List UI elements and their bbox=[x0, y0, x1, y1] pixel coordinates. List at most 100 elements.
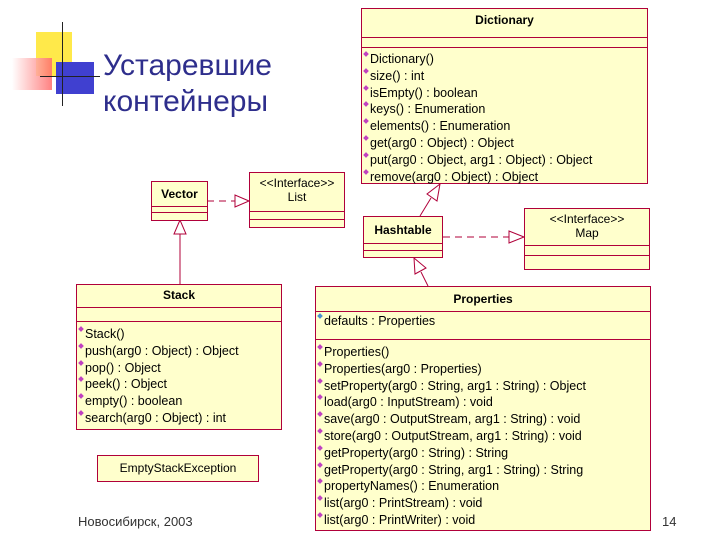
operation: getProperty(arg0 : String) : String bbox=[316, 444, 650, 462]
operation: setProperty(arg0 : String, arg1 : String… bbox=[316, 377, 650, 395]
operation-text: getProperty(arg0 : String, arg1 : String… bbox=[324, 462, 584, 477]
attribute-icon bbox=[317, 313, 323, 319]
operation-icon bbox=[78, 393, 84, 400]
operation-text: size() : int bbox=[370, 68, 425, 83]
operation: size() : int bbox=[362, 67, 647, 85]
operation: Stack() bbox=[77, 326, 281, 343]
operation-text: list(arg0 : PrintWriter) : void bbox=[324, 512, 476, 527]
operation-icon bbox=[317, 377, 323, 384]
operations-section: Properties() Properties(arg0 : Properties… bbox=[316, 339, 650, 529]
class-name: EmptyStackException bbox=[119, 461, 237, 475]
operation: getProperty(arg0 : String, arg1 : String… bbox=[316, 461, 650, 479]
operation-text: keys() : Enumeration bbox=[370, 102, 486, 117]
operation-text: Properties() bbox=[324, 345, 390, 359]
stereotype: <<Interface>> bbox=[549, 212, 625, 226]
interface-list[interactable]: <<Interface>> List bbox=[249, 172, 345, 228]
operation-icon bbox=[78, 410, 84, 416]
operation-icon bbox=[363, 135, 369, 141]
hashtable-arrowhead bbox=[413, 256, 427, 275]
interface-name: List bbox=[287, 190, 307, 204]
operation: propertyNames() : Enumeration bbox=[316, 478, 650, 495]
operation-text: pop() : Object bbox=[85, 360, 161, 375]
operation-text: load(arg0 : InputStream) : void bbox=[324, 395, 493, 410]
operations-section: Dictionary() size() : int isEmpty() : bool… bbox=[362, 47, 647, 185]
operation-text: empty() : boolean bbox=[85, 394, 183, 409]
operation-icon bbox=[317, 461, 323, 468]
operation-icon bbox=[317, 478, 323, 485]
operation-text: Stack() bbox=[85, 327, 125, 341]
operation-text: isEmpty() : boolean bbox=[370, 85, 478, 100]
operation-icon bbox=[317, 428, 323, 434]
class-properties[interactable]: Properties defaults : Properties Propert… bbox=[315, 286, 651, 531]
title-line-2: контейнеры bbox=[103, 85, 269, 118]
class-dictionary[interactable]: Dictionary Dictionary() size() : int isEmp… bbox=[361, 8, 648, 184]
interface-map[interactable]: <<Interface>> Map bbox=[524, 208, 650, 270]
decor-v-line bbox=[62, 22, 63, 106]
operation: peek() : Object bbox=[77, 376, 281, 393]
operation-icon bbox=[363, 84, 369, 91]
dictionary-arrowhead bbox=[426, 182, 441, 202]
operation-text: getProperty(arg0 : String) : String bbox=[324, 445, 509, 460]
operation-text: Dictionary() bbox=[370, 52, 434, 66]
operation: load(arg0 : InputStream) : void bbox=[316, 394, 650, 411]
operation: pop() : Object bbox=[77, 359, 281, 377]
class-name: Stack bbox=[162, 288, 196, 302]
operation-text: peek() : Object bbox=[85, 377, 167, 392]
operation-icon bbox=[363, 168, 369, 175]
attributes-section: defaults : Properties bbox=[316, 311, 650, 341]
operation-text: elements() : Enumeration bbox=[370, 119, 511, 134]
operation-icon bbox=[363, 101, 369, 108]
footer-city: Новосибирск, 2003 bbox=[78, 514, 193, 529]
class-empty-stack-exception[interactable]: EmptyStackException bbox=[97, 455, 259, 482]
operation: isEmpty() : boolean bbox=[362, 84, 647, 102]
operation: store(arg0 : OutputStream, arg1 : String… bbox=[316, 428, 650, 445]
class-stack[interactable]: Stack Stack()push(arg0 : Object) : Objec… bbox=[76, 284, 282, 430]
operation-text: get(arg0 : Object) : Object bbox=[370, 135, 514, 150]
attribute-text: defaults : Properties bbox=[324, 314, 436, 328]
operation-icon bbox=[78, 342, 84, 349]
operation-icon bbox=[317, 495, 323, 502]
operation-icon bbox=[363, 51, 369, 57]
hashtable-dictionary-link bbox=[419, 197, 432, 217]
operation-icon bbox=[363, 118, 369, 125]
decor-red-square bbox=[12, 58, 52, 90]
operation-icon bbox=[317, 512, 323, 518]
operation: Dictionary() bbox=[362, 51, 647, 68]
operation: search(arg0 : Object) : int bbox=[77, 410, 281, 427]
map-arrowhead bbox=[508, 230, 526, 244]
operation: save(arg0 : OutputStream, arg1 : String)… bbox=[316, 411, 650, 428]
class-name: Dictionary bbox=[475, 13, 534, 27]
operation-icon bbox=[317, 394, 323, 401]
operation: list(arg0 : PrintStream) : void bbox=[316, 495, 650, 512]
operation-text: search(arg0 : Object) : int bbox=[85, 410, 227, 425]
list-arrowhead bbox=[234, 194, 251, 208]
operation: keys() : Enumeration bbox=[362, 101, 647, 118]
attribute: defaults : Properties bbox=[316, 313, 650, 330]
decor-h-line bbox=[40, 76, 100, 77]
interface-name: Map bbox=[575, 226, 599, 240]
page-title: Устаревшие контейнеры bbox=[103, 48, 272, 120]
operation-icon bbox=[317, 360, 323, 367]
operation-text: remove(arg0 : Object) : Object bbox=[370, 169, 539, 184]
attributes-section bbox=[77, 307, 281, 322]
operation: empty() : boolean bbox=[77, 393, 281, 410]
operation-icon bbox=[317, 444, 323, 451]
operation: list(arg0 : PrintWriter) : void bbox=[316, 512, 650, 529]
operation-text: propertyNames() : Enumeration bbox=[324, 479, 500, 494]
operation: get(arg0 : Object) : Object bbox=[362, 135, 647, 152]
properties-hashtable-link bbox=[420, 271, 429, 287]
class-name: Vector bbox=[161, 187, 198, 201]
operation-icon bbox=[317, 411, 323, 418]
class-vector[interactable]: Vector bbox=[151, 181, 208, 221]
class-hashtable[interactable]: Hashtable bbox=[363, 216, 443, 258]
attributes-section bbox=[362, 37, 647, 48]
operation-text: setProperty(arg0 : String, arg1 : String… bbox=[324, 378, 586, 393]
operation: Properties() bbox=[316, 344, 650, 361]
title-line-1: Устаревшие bbox=[103, 49, 272, 82]
class-name: Hashtable bbox=[374, 223, 432, 237]
vector-arrowhead bbox=[173, 218, 187, 235]
operation-text: Properties(arg0 : Properties) bbox=[324, 361, 482, 376]
operation-icon bbox=[317, 344, 323, 350]
